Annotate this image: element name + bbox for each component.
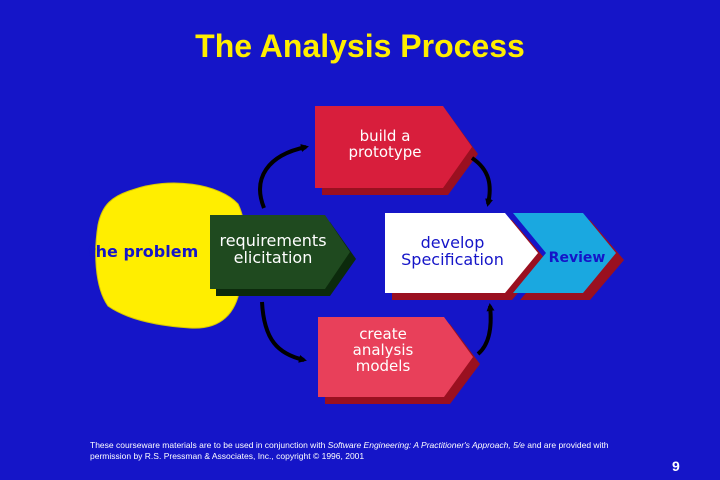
footer-book-title: Software Engineering: A Practitioner's A…: [327, 440, 525, 450]
slide-title: The Analysis Process: [195, 28, 525, 64]
copyright-footer: These courseware materials are to be use…: [90, 440, 650, 461]
review-label: Review: [548, 250, 606, 266]
elicitation-label: requirements elicitation: [219, 231, 327, 267]
elicitation-shape: [210, 215, 350, 289]
prototype-label: build a prototype: [348, 127, 422, 161]
models-label: create analysis models: [352, 325, 414, 375]
curve-arrow-from-models: [476, 303, 495, 356]
specification-label: develop Specification: [401, 233, 504, 269]
problem-blob: [95, 182, 246, 329]
prototype-shape: [315, 106, 472, 188]
models-shape: [318, 317, 473, 397]
footer-text-2: and are provided with permission by R.S.…: [90, 440, 609, 461]
curve-arrow-to-specification: [470, 156, 493, 207]
curve-arrow-to-models: [260, 301, 307, 363]
footer-text-1: These courseware materials are to be use…: [90, 440, 328, 450]
specification-shape: [385, 213, 538, 293]
problem-label: the problem: [88, 242, 199, 261]
review-shape: [513, 213, 616, 293]
curve-arrow-to-prototype: [258, 144, 309, 209]
page-number: 9: [672, 458, 680, 474]
